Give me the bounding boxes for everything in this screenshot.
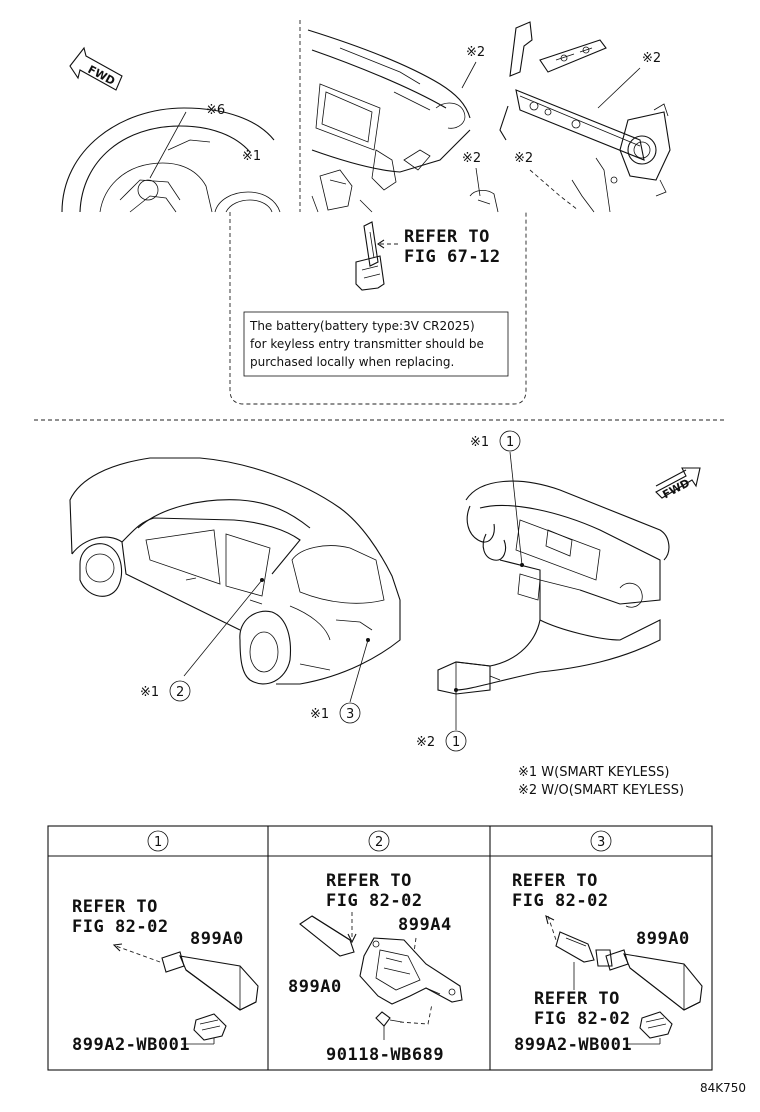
legend-line-1: ※1 W(SMART KEYLESS): [518, 765, 669, 780]
callout-2-d: ※2: [642, 51, 661, 66]
panel-1-part: 899A0: [190, 929, 244, 949]
panel-3-part2: 899A2-WB001: [514, 1035, 632, 1055]
support-beam-drawing: [499, 21, 671, 213]
callout-1-top: ※1: [242, 149, 261, 164]
panel-1-part2: 899A2-WB001: [72, 1035, 190, 1055]
callout-car-2-num: 2: [176, 685, 184, 700]
panel-3-refer-1: REFER TO: [512, 871, 598, 891]
fwd-label-middle: FWD: [660, 476, 692, 501]
panel-2-part-c: 90118-WB689: [326, 1045, 444, 1065]
panel-3-refer2-2: FIG 82-02: [534, 1009, 631, 1029]
fwd-arrow-middle: FWD: [655, 467, 701, 501]
callout-2-a: ※2: [466, 45, 485, 60]
dashboard-drawing: [307, 29, 499, 213]
callout-car-3-mark: ※1: [310, 707, 329, 722]
callout-console-2-num: 1: [452, 735, 460, 750]
callout-console-1: ※1 1: [470, 430, 521, 452]
panel-3: REFER TO FIG 82-02 899A0 REFER TO FIG 82…: [512, 871, 703, 1055]
panel-1-refer-1: REFER TO: [72, 897, 158, 917]
table-header-1: 1: [147, 830, 169, 852]
battery-note-box: [243, 311, 509, 377]
panel-2: REFER TO FIG 82-02 899A4 899A0 90118-WB6…: [288, 871, 463, 1065]
callout-car-3: ※1 3: [310, 702, 361, 724]
battery-note-line-1: The battery(battery type:3V CR2025): [249, 319, 475, 333]
panel-2-refer-1: REFER TO: [326, 871, 412, 891]
callout-car-3-num: 3: [346, 707, 354, 722]
legend-line-2: ※2 W/O(SMART KEYLESS): [518, 783, 684, 798]
panel-2-refer-2: FIG 82-02: [326, 891, 423, 911]
interior-console-drawing: [437, 451, 670, 730]
panel-3-part: 899A0: [636, 929, 690, 949]
fwd-arrow-top: FWD: [69, 46, 123, 91]
battery-note-line-2: for keyless entry transmitter should be: [250, 337, 484, 351]
diagram-code: 84K750: [700, 1081, 746, 1095]
callout-console-1-mark: ※1: [470, 435, 489, 450]
callout-2-c: ※2: [514, 151, 533, 166]
table-header-3: 3: [590, 830, 612, 852]
callout-2-b: ※2: [462, 151, 481, 166]
panel-2-part-a: 899A4: [398, 915, 452, 935]
table-header-2-num: 2: [375, 835, 383, 850]
callout-console-1-num: 1: [506, 435, 514, 450]
panel-1-refer-2: FIG 82-02: [72, 917, 169, 937]
table-header-2: 2: [368, 830, 390, 852]
callout-car-2: ※1 2: [140, 680, 191, 702]
panel-2-part-b: 899A0: [288, 977, 342, 997]
parts-table: 1 2 3 REFER TO FIG 82-02 899A0 899A2-WB0…: [47, 825, 713, 1071]
panel-3-refer2-1: REFER TO: [534, 989, 620, 1009]
table-header-3-num: 3: [597, 835, 605, 850]
callout-6: ※6: [206, 103, 225, 118]
fwd-label-top: FWD: [86, 63, 118, 88]
top-section: FWD ※6 ※1: [61, 20, 671, 405]
battery-note-line-3: purchased locally when replacing.: [250, 355, 454, 369]
transmitter-callout-box: [229, 212, 527, 405]
table-header-1-num: 1: [154, 835, 162, 850]
callout-car-2-mark: ※1: [140, 685, 159, 700]
callout-console-2: ※2 1: [416, 730, 467, 752]
panel-1: REFER TO FIG 82-02 899A0 899A2-WB001: [72, 897, 259, 1055]
refer-label-top-1: REFER TO: [404, 227, 490, 247]
panel-3-refer-2: FIG 82-02: [512, 891, 609, 911]
steering-wheel-drawing: [61, 107, 281, 213]
callout-console-2-mark: ※2: [416, 735, 435, 750]
refer-label-top-2: FIG 67-12: [404, 247, 501, 267]
transmitter-key-icon: [355, 221, 385, 291]
middle-section: ※1 2 ※1 3: [69, 430, 701, 798]
car-drawing: [69, 457, 401, 703]
